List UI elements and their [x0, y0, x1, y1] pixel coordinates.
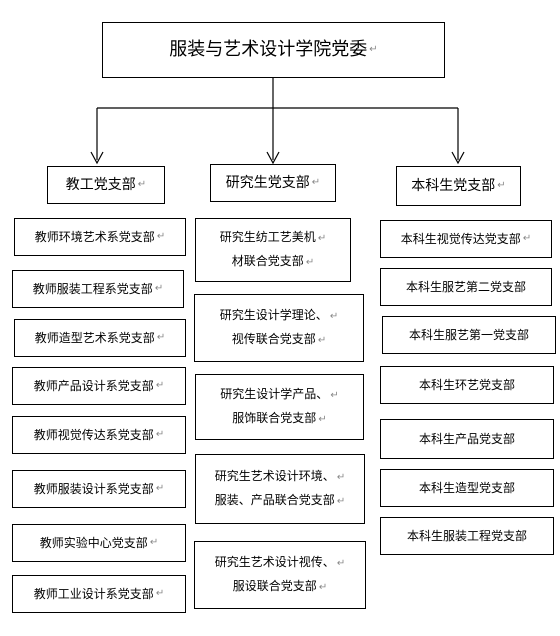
faculty-branch-label: 教师视觉传达系党支部 [33, 428, 154, 442]
undergraduate-branch-item: 本科生服艺第一党支部 [382, 316, 556, 354]
faculty-branch-label: 教师造型艺术系党支部 [34, 331, 155, 345]
return-mark-icon: ↵ [336, 472, 346, 483]
root-node: 服装与艺术设计学院党委↵ [102, 22, 445, 78]
graduate-branch-line1: 研究生设计学理论、 [219, 308, 328, 322]
branch-undergraduate-label: 本科生党支部 [411, 178, 496, 194]
undergraduate-branch-label: 本科生产品党支部 [418, 432, 515, 446]
return-mark-icon: ↵ [156, 231, 166, 242]
branch-undergraduate: 本科生党支部↵ [396, 166, 521, 206]
undergraduate-branch-item: 本科生服艺第二党支部 [380, 268, 552, 306]
return-mark-icon: ↵ [156, 332, 166, 343]
branch-faculty-label: 教工党支部 [65, 177, 136, 193]
return-mark-icon: ↵ [329, 311, 339, 322]
return-mark-icon: ↵ [318, 582, 328, 593]
undergraduate-branch-item: 本科生服装工程党支部 [380, 517, 554, 555]
root-label: 服装与艺术设计学院党委 [169, 39, 368, 60]
return-mark-icon: ↵ [155, 380, 165, 391]
faculty-branch-label: 教师实验中心党支部 [39, 536, 148, 550]
return-mark-icon: ↵ [497, 180, 506, 191]
return-mark-icon: ↵ [137, 179, 147, 190]
faculty-branch-item: 教师视觉传达系党支部↵ [12, 416, 186, 454]
undergraduate-branch-label: 本科生环艺党支部 [418, 378, 515, 392]
faculty-branch-item: 教师实验中心党支部↵ [12, 524, 186, 562]
undergraduate-branch-label: 本科生视觉传达党支部 [400, 232, 521, 246]
faculty-branch-item: 教师工业设计系党支部↵ [12, 575, 186, 613]
graduate-branch-line2: 服饰联合党支部 [232, 411, 317, 425]
return-mark-icon: ↵ [330, 390, 339, 401]
graduate-branch-line1: 研究生纺工艺美机 [219, 230, 316, 244]
undergraduate-branch-label: 本科生服装工程党支部 [406, 529, 527, 543]
undergraduate-branch-item: 本科生产品党支部 [380, 419, 554, 459]
graduate-branch-item: 研究生艺术设计环境、↵ 服装、产品联合党支部↵ [195, 454, 365, 524]
faculty-branch-label: 教师环境艺术系党支部 [34, 230, 155, 244]
undergraduate-branch-item: 本科生造型党支部 [380, 469, 554, 507]
return-mark-icon: ↵ [155, 429, 165, 440]
graduate-branch-line2: 视传联合党支部 [231, 332, 316, 346]
return-mark-icon: ↵ [305, 257, 315, 268]
graduate-branch-item: 研究生艺术设计视传、↵ 服设联合党支部↵ [194, 541, 366, 609]
graduate-branch-item: 研究生设计学产品、↵ 服饰联合党支部↵ [195, 374, 364, 440]
graduate-branch-line2: 材联合党支部 [231, 254, 304, 268]
return-mark-icon: ↵ [522, 233, 532, 244]
return-mark-icon: ↵ [336, 558, 346, 569]
branch-graduate-label: 研究生党支部 [225, 175, 310, 191]
faculty-branch-label: 教师工业设计系党支部 [33, 587, 154, 601]
faculty-branch-item: 教师服装工程系党支部↵ [12, 270, 184, 308]
graduate-branch-line2: 服设联合党支部 [232, 579, 317, 593]
faculty-branch-label: 教师产品设计系党支部 [33, 379, 154, 393]
undergraduate-branch-label: 本科生造型党支部 [418, 481, 515, 495]
return-mark-icon: ↵ [317, 335, 327, 346]
undergraduate-branch-label: 本科生服艺第二党支部 [405, 280, 526, 294]
faculty-branch-item: 教师环境艺术系党支部↵ [14, 218, 186, 256]
faculty-branch-item: 教师服装设计系党支部↵ [12, 470, 186, 508]
return-mark-icon: ↵ [369, 44, 378, 55]
graduate-branch-item: 研究生纺工艺美机↵ 材联合党支部↵ [195, 218, 351, 282]
faculty-branch-label: 教师服装设计系党支部 [33, 482, 154, 496]
return-mark-icon: ↵ [155, 483, 165, 494]
graduate-branch-line1: 研究生艺术设计视传、 [214, 555, 335, 569]
graduate-branch-line1: 研究生艺术设计环境、 [214, 469, 335, 483]
branch-graduate: 研究生党支部↵ [210, 164, 336, 202]
return-mark-icon: ↵ [149, 537, 159, 548]
return-mark-icon: ↵ [155, 588, 165, 599]
graduate-branch-line2: 服装、产品联合党支部 [214, 493, 335, 507]
undergraduate-branch-label: 本科生服艺第一党支部 [408, 328, 529, 342]
arrow-right-head [451, 151, 465, 165]
arrow-mid-head [266, 151, 280, 165]
return-mark-icon: ↵ [336, 496, 346, 507]
branch-faculty: 教工党支部↵ [47, 166, 165, 204]
return-mark-icon: ↵ [317, 233, 327, 244]
return-mark-icon: ↵ [318, 414, 327, 425]
faculty-branch-item: 教师产品设计系党支部↵ [12, 367, 186, 405]
return-mark-icon: ↵ [154, 283, 164, 294]
graduate-branch-line1: 研究生设计学产品、 [220, 387, 329, 401]
undergraduate-branch-item: 本科生环艺党支部 [380, 366, 554, 404]
graduate-branch-item: 研究生设计学理论、↵ 视传联合党支部↵ [194, 294, 364, 362]
faculty-branch-label: 教师服装工程系党支部 [32, 282, 153, 296]
arrow-left-head [90, 151, 104, 165]
return-mark-icon: ↵ [311, 177, 321, 188]
faculty-branch-item: 教师造型艺术系党支部↵ [14, 319, 186, 357]
undergraduate-branch-item: 本科生视觉传达党支部↵ [380, 220, 552, 258]
